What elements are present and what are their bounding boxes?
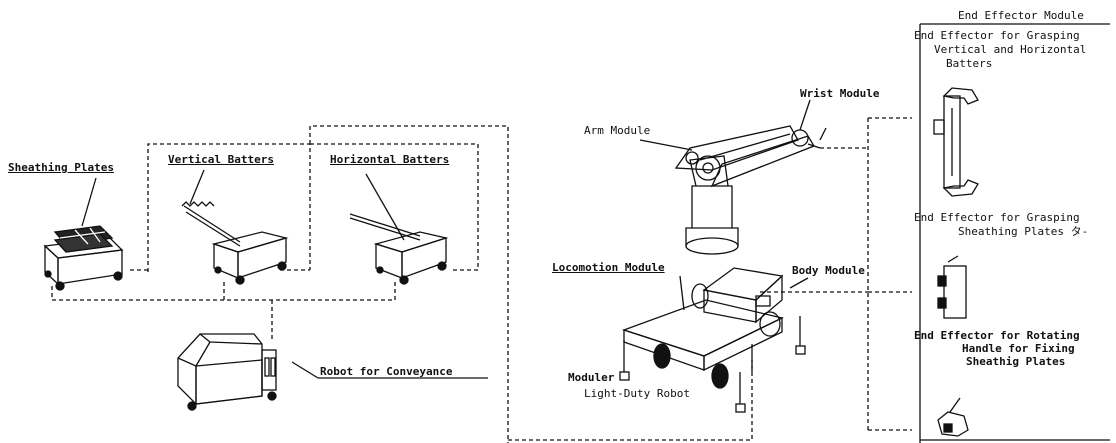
label-end-effector-module: End Effector Module xyxy=(958,9,1084,22)
label-sheathing-plates: Sheathing Plates xyxy=(8,161,114,174)
label-ee-rotating-line2: Handle for Fixing xyxy=(962,342,1075,355)
conveyance-robot xyxy=(177,333,488,411)
connection-lines-right xyxy=(760,117,912,431)
label-light-duty-robot: Light-Duty Robot xyxy=(584,387,690,400)
label-locomotion-module: Locomotion Module xyxy=(552,261,665,274)
label-ee-rotating-line1: End Effector for Rotating xyxy=(914,329,1080,342)
batter-gripper-effector xyxy=(933,87,979,197)
label-ee-sheathing-line2: Sheathing Plates タ- xyxy=(958,225,1089,238)
sheathing-gripper-effector xyxy=(937,255,967,319)
label-robot-for-conveyance: Robot for Conveyance xyxy=(320,365,453,378)
label-ee-batters-line1: End Effector for Grasping xyxy=(914,29,1080,42)
mobile-base xyxy=(619,267,806,413)
horizontal-batters-cart xyxy=(349,173,449,285)
vertical-batters-cart xyxy=(181,201,289,285)
rotating-handle-effector xyxy=(937,397,969,437)
label-horizontal-batters: Horizontal Batters xyxy=(330,153,450,166)
label-ee-sheathing-line1: End Effector for Grasping xyxy=(914,211,1080,224)
label-vertical-batters: Vertical Batters xyxy=(168,153,274,166)
label-moduler: Moduler xyxy=(568,371,615,384)
connection-lines-left xyxy=(51,125,753,443)
label-body-module: Body Module xyxy=(792,264,865,277)
label-ee-batters-line3: Batters xyxy=(946,57,993,70)
modular-robot-arm xyxy=(674,125,827,255)
label-arm-module: Arm Module xyxy=(584,124,651,137)
end-effector-frame xyxy=(919,23,1110,443)
sheathing-plates-cart xyxy=(43,225,124,291)
label-ee-rotating-line3: Sheathig Plates xyxy=(966,355,1066,368)
label-wrist-module: Wrist Module xyxy=(800,87,880,100)
label-ee-batters-line2: Vertical and Horizontal xyxy=(934,43,1087,56)
